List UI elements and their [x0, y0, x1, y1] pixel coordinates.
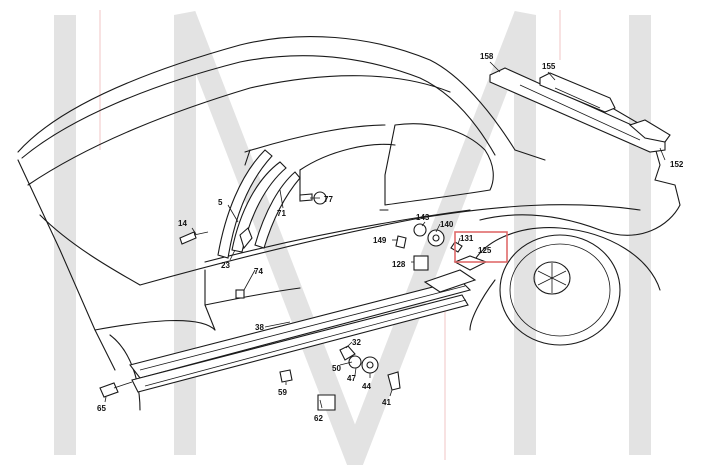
callout-158: 158	[480, 52, 494, 61]
callout-5: 5	[218, 198, 223, 207]
car-body-outline	[17, 36, 681, 411]
callout-125: 125	[478, 246, 492, 255]
callout-32: 32	[352, 338, 361, 347]
callout-131: 131	[460, 234, 474, 243]
callout-59: 59	[278, 388, 287, 397]
wheel	[469, 227, 661, 346]
window-pillar-trim	[217, 149, 301, 299]
callout-65: 65	[97, 404, 106, 413]
callout-149: 149	[373, 236, 387, 245]
highlight-box	[454, 231, 508, 263]
callout-62: 62	[314, 414, 323, 423]
callout-140: 140	[440, 220, 454, 229]
rocker-panel-trim	[129, 269, 477, 393]
callout-143: 143	[416, 213, 430, 222]
callout-23: 23	[221, 261, 230, 270]
callout-152: 152	[670, 160, 684, 169]
callout-38: 38	[255, 323, 264, 332]
callout-labels: 158 155 152 77 5 71 14 23 74 143 140 149…	[97, 52, 684, 423]
callout-155: 155	[542, 62, 556, 71]
callout-14: 14	[178, 219, 187, 228]
callout-77: 77	[324, 195, 333, 204]
roof-trim-strip	[489, 67, 671, 153]
callout-50: 50	[332, 364, 341, 373]
callout-74: 74	[254, 267, 263, 276]
callout-128: 128	[392, 260, 406, 269]
callout-44: 44	[362, 382, 371, 391]
callout-41: 41	[382, 398, 391, 407]
watermark	[54, 10, 651, 465]
callout-47: 47	[347, 374, 356, 383]
callout-71: 71	[277, 209, 286, 218]
leader-lines	[104, 61, 666, 409]
